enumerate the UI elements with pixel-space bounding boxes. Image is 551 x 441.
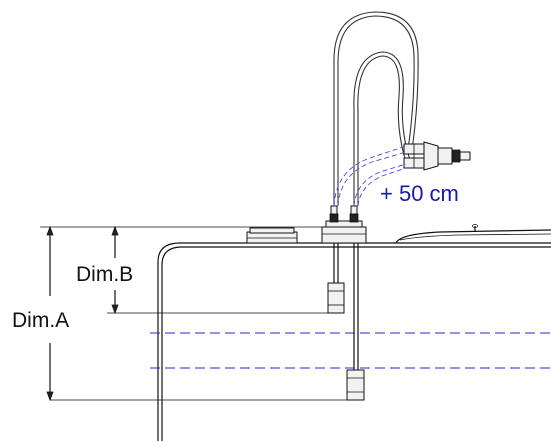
probe-short [327, 243, 345, 314]
sensor-hoses [333, 11, 419, 206]
dimension-dim-a [40, 225, 347, 402]
tank-dome [246, 227, 298, 244]
extension-dashed-lines [333, 145, 407, 207]
level-lines [150, 332, 551, 369]
tank-outline [157, 242, 551, 441]
hose-connectors [403, 141, 471, 171]
tank-lid [395, 224, 551, 244]
probe-long [346, 243, 365, 401]
dim-a-label: Dim.A [12, 309, 69, 332]
mounting-flange [321, 205, 367, 244]
dimension-dim-b [107, 225, 328, 315]
extension-label: + 50 cm [380, 181, 459, 206]
dim-b-label: Dim.B [76, 263, 133, 286]
